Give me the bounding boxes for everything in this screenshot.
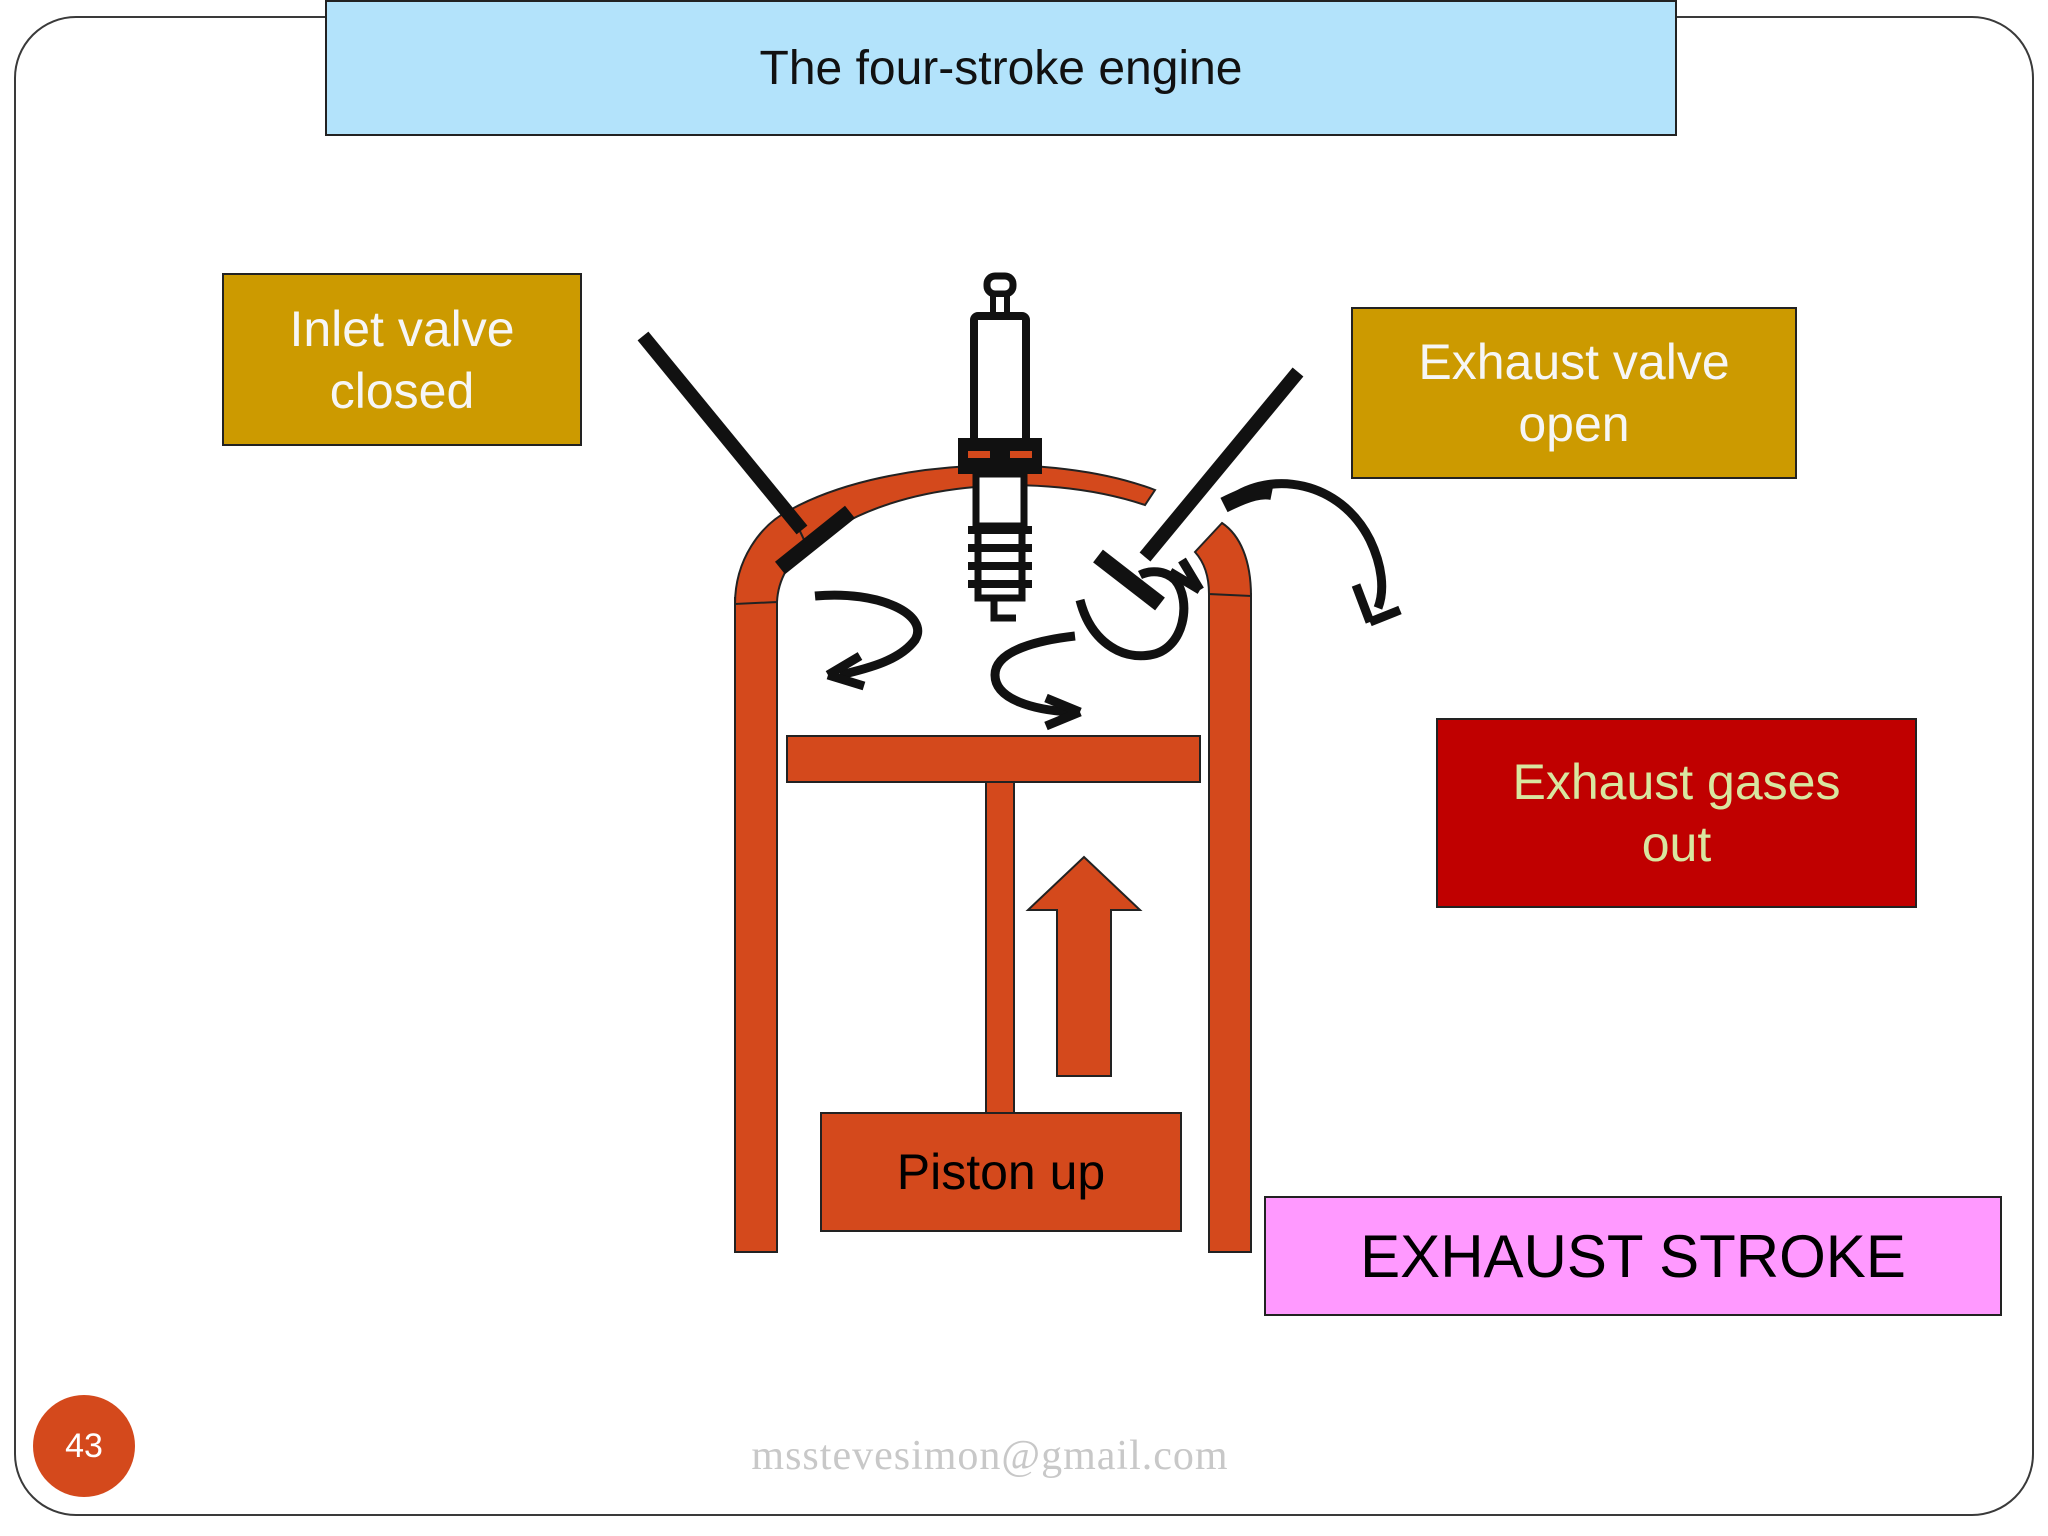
exhaust-valve-label-text: Exhaust valve open bbox=[1418, 334, 1730, 452]
spark-plug-icon bbox=[958, 272, 1042, 622]
slide-title: The four-stroke engine bbox=[325, 0, 1677, 136]
cylinder-head-right bbox=[1193, 521, 1253, 598]
exhaust-gases-label-text: Exhaust gases out bbox=[1512, 754, 1841, 872]
slide-number-badge: 43 bbox=[33, 1395, 135, 1497]
piston-rod bbox=[985, 781, 1015, 1115]
swirl-arrow-center-head bbox=[1044, 693, 1082, 731]
exhaust-swirl-valve bbox=[1075, 567, 1189, 661]
swirl-arrow-center bbox=[990, 631, 1076, 717]
inlet-valve bbox=[637, 331, 855, 575]
stroke-name-label: EXHAUST STROKE bbox=[1264, 1196, 2002, 1316]
piston-head bbox=[786, 735, 1201, 783]
cylinder-left-wall bbox=[734, 597, 778, 1253]
piston bbox=[786, 735, 1201, 1115]
slide-number-text: 43 bbox=[65, 1426, 103, 1465]
exhaust-gases-label: Exhaust gases out bbox=[1436, 718, 1917, 908]
footer-email: msstevesimon@gmail.com bbox=[751, 1433, 1229, 1479]
slide-title-text: The four-stroke engine bbox=[759, 41, 1243, 95]
piston-label: Piston up bbox=[820, 1112, 1182, 1232]
cylinder-right-wall bbox=[1208, 593, 1252, 1253]
exhaust-swirl-valve-head bbox=[1167, 557, 1204, 594]
exhaust-valve-label: Exhaust valve open bbox=[1351, 307, 1797, 479]
swirl-arrow-left bbox=[814, 590, 922, 680]
up-arrow-icon bbox=[1025, 855, 1143, 1077]
exhaust-out-arrow-head bbox=[1351, 583, 1402, 627]
inlet-valve-label-text: Inlet valve closed bbox=[289, 300, 515, 419]
gas-flow-arrows bbox=[814, 479, 1402, 731]
stroke-name-text: EXHAUST STROKE bbox=[1360, 1222, 1906, 1290]
cylinder bbox=[733, 464, 1253, 1253]
piston-label-text: Piston up bbox=[896, 1144, 1106, 1200]
cylinder-head-top bbox=[788, 464, 1157, 550]
swirl-arrow-left-head bbox=[825, 652, 866, 691]
inlet-valve-label: Inlet valve closed bbox=[222, 273, 582, 446]
exhaust-valve bbox=[1093, 367, 1304, 611]
